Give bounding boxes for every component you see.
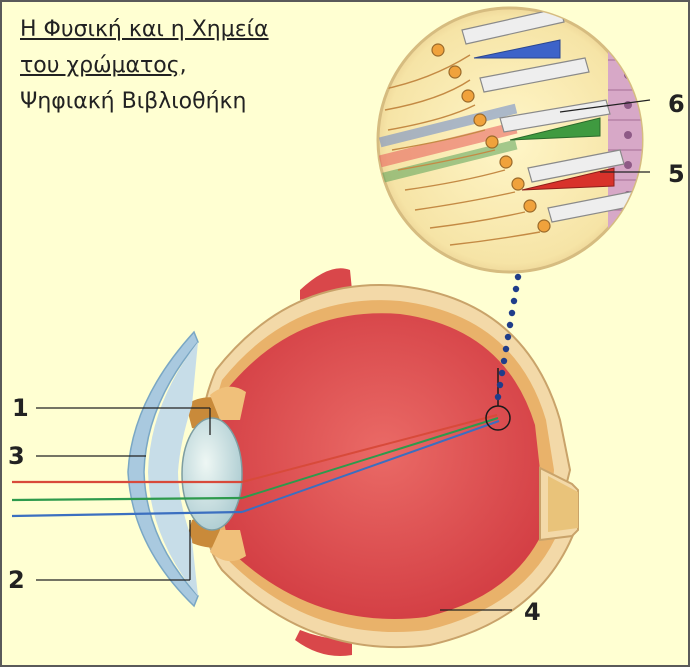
label-6: 6 (668, 90, 685, 118)
vitreous-body (219, 313, 546, 619)
label-3: 3 (8, 442, 25, 470)
eye-cross-section (12, 268, 578, 656)
label-2: 2 (8, 566, 25, 594)
label-1: 1 (12, 394, 29, 422)
label-4: 4 (524, 598, 541, 626)
retina-magnified-view (378, 0, 648, 280)
label-5: 5 (668, 160, 685, 188)
